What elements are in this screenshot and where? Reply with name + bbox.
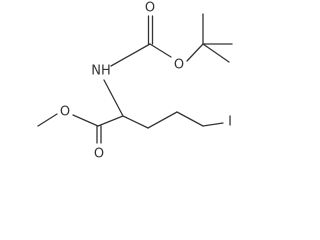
bond-methoxy-o-ch3 (37, 113, 58, 127)
atom-label-carbonyl-o-top: O (145, 1, 155, 16)
atom-label-methoxy-o: O (60, 105, 70, 120)
methyl-ester-group: O O (37, 105, 124, 162)
bond-ester-o-tbu-c (186, 43, 204, 62)
chemical-structure-diagram: O O NH O O I (37, 1, 233, 162)
bond-alpha-c-nh (103, 79, 124, 117)
bond-chain-c-i (202, 122, 224, 127)
bond-chain-3 (176, 111, 204, 127)
bond-chain-2 (147, 111, 178, 129)
atom-label-ester-o-top: O (174, 58, 184, 73)
boc-protecting-group: O O (110, 1, 233, 73)
bond-alpha-c-ester-c (97, 115, 124, 127)
atom-label-iodine: I (228, 115, 232, 130)
bond-nh-carbamate-c (110, 43, 151, 67)
bond-tbu-methyl-bottom (202, 43, 230, 63)
atom-label-nh: NH (91, 64, 111, 79)
atom-label-carbonyl-o-bottom: O (94, 147, 104, 162)
bond-ester-c-methoxy-o (72, 114, 99, 127)
bond-chain-1 (122, 115, 149, 129)
bond-carbamate-c-ester-o (149, 43, 172, 58)
iodopropyl-chain: I (122, 111, 232, 130)
